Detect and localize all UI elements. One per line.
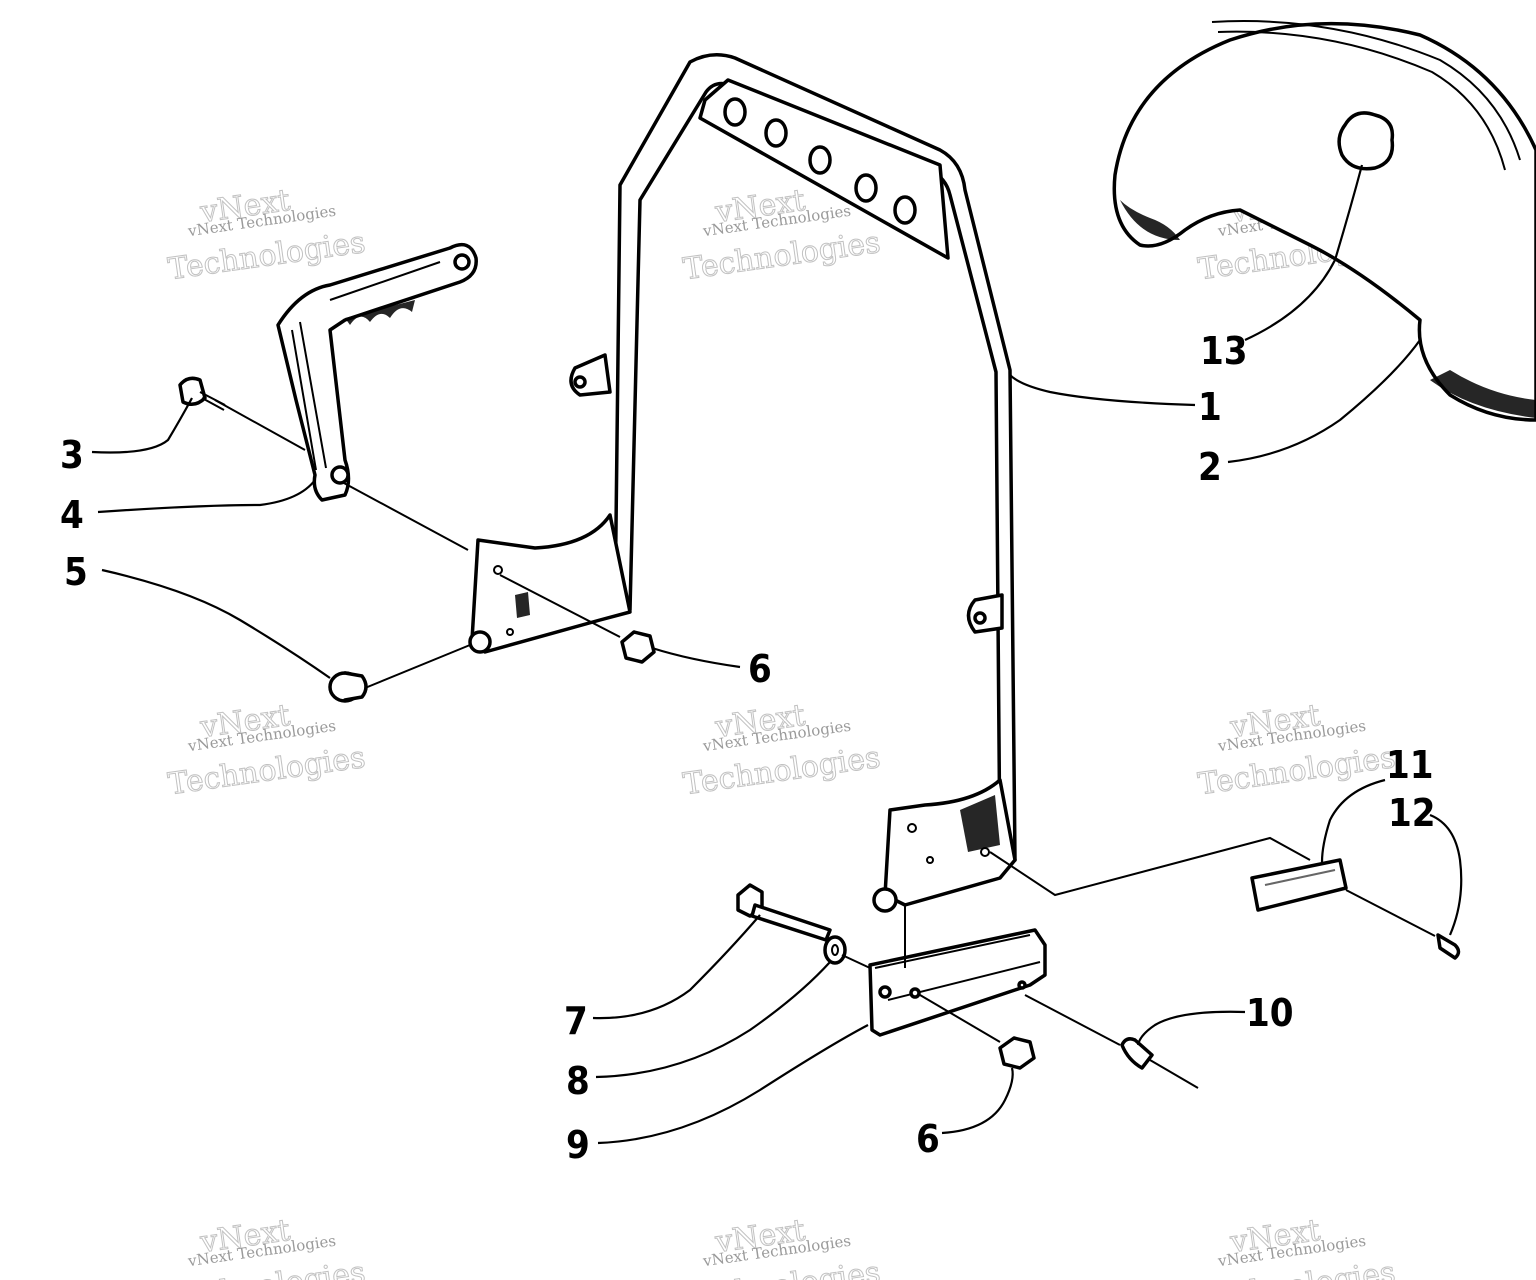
callout-6-lower: 6	[916, 1117, 940, 1161]
leader-lines	[91, 164, 1463, 1145]
callout-4: 4	[60, 493, 84, 537]
watermark: vNext vNext Technologies Technologies	[1195, 1213, 1397, 1280]
washer-8	[823, 935, 847, 965]
callout-2: 2	[1198, 445, 1222, 489]
callout-9: 9	[566, 1123, 590, 1167]
callout-6-upper: 6	[748, 647, 772, 691]
callouts: 1 2 3 4 5 6 6 7 8 9 10 11 12 13	[60, 329, 1436, 1167]
watermark: vNext vNext Technologies Technologies	[680, 698, 882, 803]
handle-4	[276, 242, 478, 502]
callout-5: 5	[64, 550, 88, 594]
callout-1: 1	[1198, 385, 1222, 429]
nut-6-lower	[998, 1036, 1036, 1070]
cap-5	[328, 671, 368, 703]
callout-12: 12	[1388, 791, 1436, 835]
watermark: vNext vNext Technologies Technologies	[165, 698, 367, 803]
backrest-pad	[1112, 20, 1536, 422]
callout-11: 11	[1386, 743, 1434, 787]
watermark: vNext vNext Technologies Technologies	[165, 183, 367, 288]
backrest-frame	[468, 53, 1017, 913]
watermark: vNext vNext Technologies Technologies	[165, 1213, 367, 1280]
callout-8: 8	[566, 1059, 590, 1103]
watermark: vNext vNext Technologies Technologies	[1195, 698, 1397, 803]
nut-6-upper	[620, 630, 656, 664]
rivet-10	[1120, 1037, 1199, 1089]
callout-10: 10	[1246, 991, 1294, 1035]
callout-3: 3	[60, 433, 84, 477]
hinge-bracket-9	[868, 928, 1047, 1037]
reflector-11	[1250, 858, 1348, 912]
watermark: vNext vNext Technologies Technologies	[680, 1213, 882, 1280]
bolt-3	[178, 376, 226, 411]
bolt-7	[736, 883, 832, 942]
callout-7: 7	[564, 999, 588, 1043]
screw-12	[1436, 933, 1461, 960]
callout-13: 13	[1200, 329, 1248, 373]
